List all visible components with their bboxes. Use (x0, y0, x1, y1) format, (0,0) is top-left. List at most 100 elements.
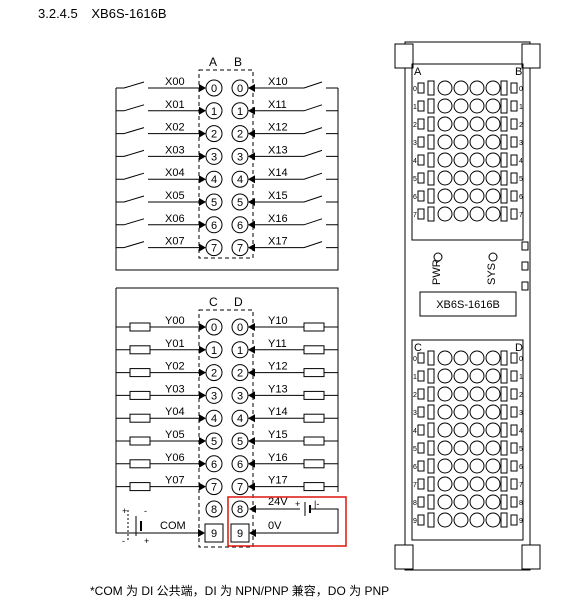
bottom-left-slot-4 (427, 422, 435, 438)
bottom-hole-1-3 (485, 368, 501, 384)
module-letter-c: C (414, 342, 422, 354)
di-left-label-4: X04 (165, 167, 185, 179)
di-left-label-1: X01 (165, 99, 185, 111)
bottom-right-pin-3 (510, 406, 518, 418)
bottom-latch-left (394, 544, 414, 570)
bottom-right-pin-5 (510, 442, 518, 454)
top-left-num-1: 1 (413, 104, 417, 111)
top-connector (411, 63, 524, 241)
bottom-right-num-0: 0 (519, 356, 523, 363)
do-left-load-1 (129, 345, 151, 355)
bottom-hole-8-2 (469, 494, 485, 510)
terminal-d7-number: 7 (237, 482, 243, 494)
terminal-a2-number: 2 (211, 129, 217, 141)
bottom-latch-right (521, 544, 541, 570)
bottom-right-slot-4 (500, 422, 508, 438)
terminal-d6-number: 6 (237, 459, 243, 471)
top-left-num-6: 6 (413, 194, 417, 201)
top-hole-6-1 (453, 188, 469, 204)
bottom-left-slot-8 (427, 494, 435, 510)
bottom-hole-5-0 (437, 440, 453, 456)
di-left-label-0: X00 (165, 76, 185, 88)
bottom-hole-8-0 (437, 494, 453, 510)
bottom-hole-3-2 (469, 404, 485, 420)
di-left-label-6: X06 (165, 213, 185, 225)
sys-label: SYS (486, 263, 498, 285)
bottom-left-slot-2 (427, 386, 435, 402)
top-hole-5-0 (437, 170, 453, 186)
bottom-left-pin-0 (417, 352, 425, 364)
terminal-b2-number: 2 (237, 129, 243, 141)
do-right-load-4 (303, 413, 325, 423)
top-right-pin-6 (510, 190, 518, 202)
terminal-a7-number: 7 (211, 243, 217, 255)
top-left-slot-1 (427, 98, 435, 114)
di-right-label-1: X11 (268, 99, 287, 111)
do-left-arrow-3 (199, 391, 206, 400)
top-left-slot-4 (427, 152, 435, 168)
v0-wire (256, 508, 339, 534)
column-a-label: A (209, 55, 217, 69)
v24-arrow (249, 505, 256, 513)
top-hole-0-1 (453, 80, 469, 96)
top-hole-7-0 (437, 206, 453, 222)
di-right-arrow-4 (248, 175, 255, 184)
bottom-hole-7-1 (453, 476, 469, 492)
top-right-num-3: 3 (519, 140, 523, 147)
top-hole-2-0 (437, 116, 453, 132)
bottom-right-slot-6 (500, 458, 508, 474)
bottom-left-num-0: 0 (413, 356, 417, 363)
terminal-d0-number: 0 (237, 322, 243, 334)
top-left-pin-2 (417, 118, 425, 130)
terminal-c9-number: 9 (211, 528, 217, 540)
module-letter-d: D (515, 342, 523, 354)
top-right-num-4: 4 (519, 158, 523, 165)
di-common-bus (115, 88, 339, 271)
top-right-pin-2 (510, 118, 518, 130)
bottom-connector (411, 339, 524, 541)
module-letter-b: B (515, 66, 522, 78)
column-b-label: B (234, 55, 242, 69)
top-left-pin-3 (417, 136, 425, 148)
terminal-a3-number: 3 (211, 151, 217, 163)
top-hole-6-2 (469, 188, 485, 204)
di-left-switch-2 (116, 127, 199, 135)
top-hole-3-1 (453, 134, 469, 150)
do-left-label-1: Y01 (165, 338, 185, 350)
top-right-num-0: 0 (519, 86, 523, 93)
di-right-label-2: X12 (268, 122, 288, 134)
terminal-c6-number: 6 (211, 459, 217, 471)
terminal-d9-number: 9 (237, 528, 243, 540)
terminal-c4-number: 4 (211, 413, 217, 425)
terminal-d3-number: 3 (237, 390, 243, 402)
bottom-hole-4-2 (469, 422, 485, 438)
bottom-hole-3-0 (437, 404, 453, 420)
terminal-d8 (231, 500, 249, 518)
svg-text:|-: |- (314, 499, 319, 509)
terminal-b4-number: 4 (237, 174, 243, 186)
top-latch-right (521, 43, 541, 69)
top-right-slot-3 (500, 134, 508, 150)
bottom-hole-2-0 (437, 386, 453, 402)
bottom-left-num-3: 3 (413, 410, 417, 417)
bottom-hole-8-1 (453, 494, 469, 510)
do-left-label-4: Y04 (165, 406, 185, 418)
do-right-load-6 (303, 459, 325, 469)
terminal-b5-number: 5 (237, 197, 243, 209)
bottom-hole-3-3 (485, 404, 501, 420)
sys-led (488, 252, 498, 262)
pwr-led (433, 252, 443, 262)
do-right-label-1: Y11 (268, 338, 287, 350)
do-left-load-7 (129, 482, 151, 492)
top-hole-7-1 (453, 206, 469, 222)
bottom-hole-1-0 (437, 368, 453, 384)
bottom-left-slot-0 (427, 350, 435, 366)
top-hole-3-3 (485, 134, 501, 150)
bottom-hole-9-1 (453, 512, 469, 528)
top-hole-1-0 (437, 98, 453, 114)
com-arrow (198, 529, 205, 537)
svg-text:+: + (295, 499, 300, 509)
do-left-load-6 (129, 459, 151, 469)
terminal-c1-number: 1 (211, 345, 217, 357)
bottom-right-num-1: 1 (519, 374, 523, 381)
